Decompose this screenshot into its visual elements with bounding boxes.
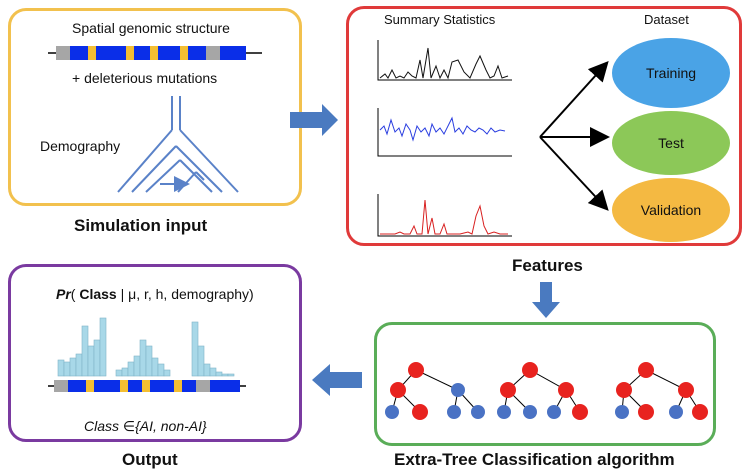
tree-node (412, 404, 428, 420)
tree-node (678, 382, 694, 398)
training-label: Training (645, 65, 697, 81)
test-label: Test (658, 135, 684, 151)
training-oval: Training (612, 38, 730, 108)
tree-node (500, 382, 516, 398)
tree-node (471, 405, 485, 419)
genome-bar-bottom (48, 380, 246, 392)
pr-text: Pr (56, 286, 71, 302)
decision-tree-1 (385, 362, 485, 420)
tree-node (638, 362, 654, 378)
tree-node (638, 404, 654, 420)
demography-label: Demography (40, 138, 121, 154)
extra-tree-caption: Extra-Tree Classification algorithm (394, 450, 675, 469)
tree-node (572, 404, 588, 420)
genome-bar-top (48, 46, 262, 60)
simulation-input-caption: Simulation input (74, 216, 208, 235)
summary-stat-chart-red (377, 194, 512, 237)
tree-node (408, 362, 424, 378)
arrow-sim-to-features (290, 104, 338, 136)
probability-formula: Pr( Class | μ, r, h, demography) (56, 286, 254, 302)
summary-stat-chart-black (377, 40, 512, 81)
decision-tree-2 (497, 362, 588, 420)
tree-node (692, 404, 708, 420)
arrow-features-to-extra-tree (532, 282, 560, 318)
tree-node (547, 405, 561, 419)
summary-statistics-label: Summary Statistics (384, 12, 496, 27)
tree-node (385, 405, 399, 419)
class-set-label: Class ∈{AI, non-AI} (84, 418, 207, 434)
tree-node (522, 362, 538, 378)
features-caption: Features (512, 256, 583, 275)
tree-node (523, 405, 537, 419)
formula-rest: | μ, r, h, demography) (120, 286, 254, 302)
arrow-extra-tree-to-output (312, 364, 362, 396)
mutations-label: + deleterious mutations (72, 70, 218, 86)
spatial-structure-label: Spatial genomic structure (72, 20, 230, 36)
demography-tree (117, 96, 239, 193)
tree-node (390, 382, 406, 398)
tree-node (669, 405, 683, 419)
test-oval: Test (612, 111, 730, 175)
tree-node (447, 405, 461, 419)
simulation-input-panel (8, 8, 302, 206)
validation-label: Validation (640, 202, 702, 218)
tree-node (451, 383, 465, 397)
validation-oval: Validation (612, 178, 730, 242)
tree-node (616, 382, 632, 398)
output-caption: Output (122, 450, 178, 469)
output-histograms (57, 317, 235, 377)
class-text: Class (79, 286, 117, 302)
dataset-label: Dataset (644, 12, 689, 27)
output-panel (8, 264, 302, 442)
tree-node (497, 405, 511, 419)
extra-tree-panel (374, 322, 716, 446)
tree-node (615, 405, 629, 419)
tree-node (558, 382, 574, 398)
decision-tree-3 (615, 362, 708, 420)
summary-stat-chart-blue (377, 108, 512, 157)
dataset-split-arrows (539, 61, 610, 211)
